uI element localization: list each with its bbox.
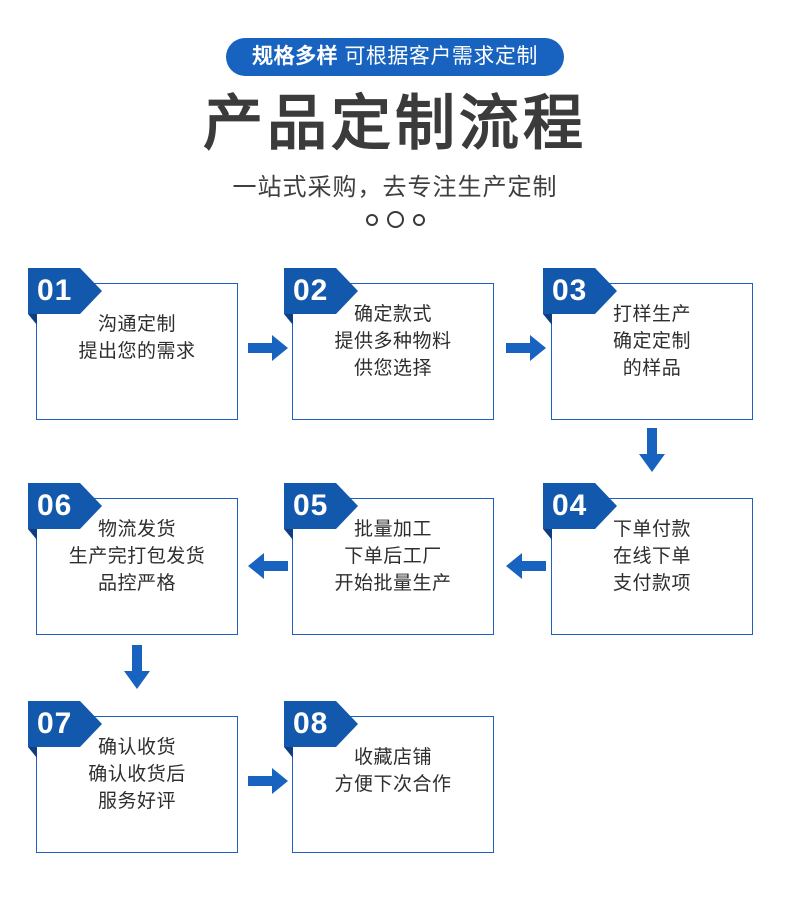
step-card-04[interactable]: 04 下单付款 在线下单 支付款项 (543, 483, 753, 635)
step-tag-notch-01 (28, 314, 37, 325)
arrow-left-icon-04-to-05 (506, 553, 546, 579)
step-tag-notch-07 (28, 747, 37, 758)
step-card-07[interactable]: 07 确认收货 确认收货后 服务好评 (28, 701, 238, 853)
step-number-tag-01: 01 (28, 268, 102, 314)
decorative-dots (0, 211, 790, 229)
step-text-02: 确定款式 提供多种物料 供您选择 (334, 304, 452, 379)
step-text-08: 收藏店铺 方便下次合作 (334, 747, 452, 795)
tagline-badge-part1: 规格多样 (252, 45, 339, 68)
step-card-05[interactable]: 05 批量加工 下单后工厂 开始批量生产 (284, 483, 494, 635)
tagline-badge: 规格多样 可根据客户需求定制 (226, 38, 564, 76)
step-text-03: 打样生产 确定定制 的样品 (612, 304, 691, 379)
step-card-08[interactable]: 08 收藏店铺 方便下次合作 (284, 701, 494, 853)
arrow-right-icon-07-to-08 (248, 768, 288, 794)
step-text-06: 物流发货 生产完打包发货 品控严格 (68, 519, 206, 594)
step-text-07: 确认收货 确认收货后 服务好评 (88, 737, 186, 812)
step-tag-notch-03 (543, 314, 552, 325)
page-title: 产品定制流程 (203, 90, 587, 157)
step-card-01[interactable]: 01 沟通定制 提出您的需求 (28, 268, 238, 420)
page-subtitle: 一站式采购，去专注生产定制 (232, 174, 558, 202)
arrow-down-icon-06-to-07 (124, 645, 150, 689)
step-tag-notch-02 (284, 314, 293, 325)
step-tag-notch-06 (28, 529, 37, 540)
dot-large-center-icon (386, 211, 404, 229)
page-header: 规格多样 可根据客户需求定制 产品定制流程 一站式采购，去专注生产定制 (0, 0, 790, 229)
step-tag-notch-04 (543, 529, 552, 540)
step-card-06[interactable]: 06 物流发货 生产完打包发货 品控严格 (28, 483, 238, 635)
step-tag-notch-08 (284, 747, 293, 758)
arrow-left-icon-05-to-06 (248, 553, 288, 579)
step-card-03[interactable]: 03 打样生产 确定定制 的样品 (543, 268, 753, 420)
tagline-badge-part2: 可根据客户需求定制 (344, 45, 538, 68)
arrow-right-icon-01-to-02 (248, 335, 288, 361)
dot-small-left-icon (365, 213, 378, 226)
step-tag-notch-05 (284, 529, 293, 540)
arrow-right-icon-02-to-03 (506, 335, 546, 361)
step-text-04: 下单付款 在线下单 支付款项 (612, 519, 691, 594)
step-number-tag-08: 08 (284, 701, 358, 747)
step-text-05: 批量加工 下单后工厂 开始批量生产 (334, 519, 452, 594)
step-card-02[interactable]: 02 确定款式 提供多种物料 供您选择 (284, 268, 494, 420)
arrow-down-icon-03-to-04 (639, 428, 665, 472)
step-text-01: 沟通定制 提出您的需求 (78, 314, 196, 362)
dot-small-right-icon (412, 213, 425, 226)
